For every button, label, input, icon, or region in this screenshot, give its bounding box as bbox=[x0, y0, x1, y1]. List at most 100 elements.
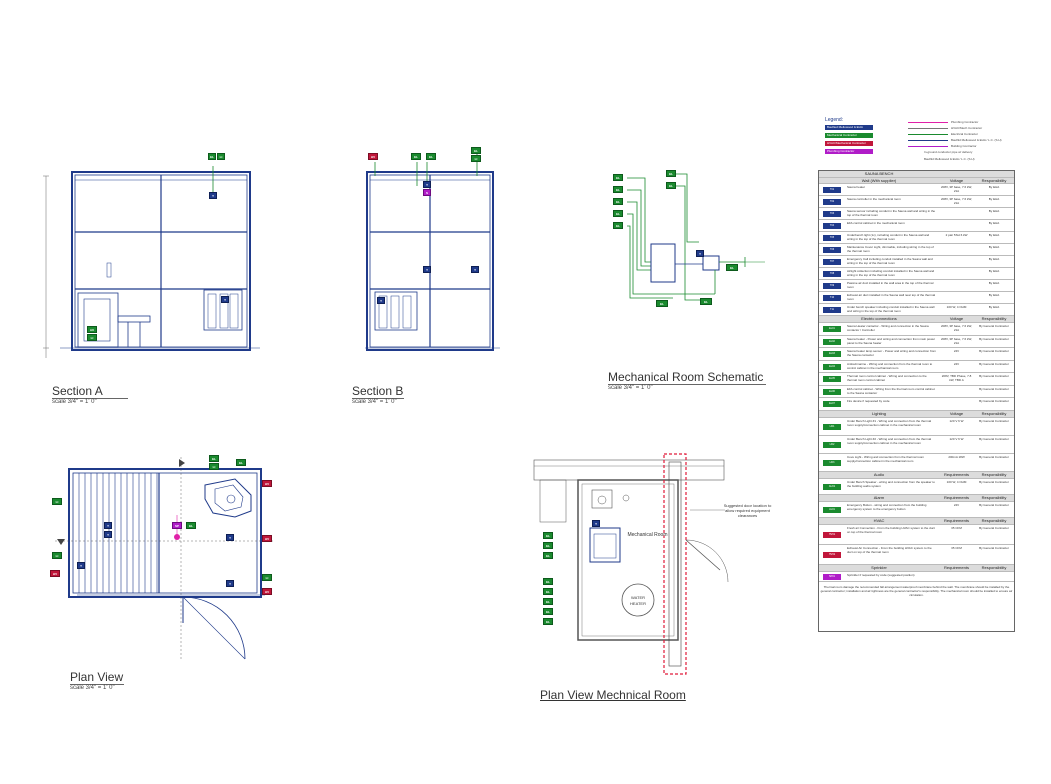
row-voltage: 2 pair 5SH 6 kW bbox=[945, 233, 968, 237]
row-tag: T11 bbox=[823, 307, 841, 313]
section-b-tag[interactable]: T bbox=[423, 266, 431, 273]
section-a-tag[interactable]: T bbox=[209, 192, 217, 199]
plan-tag[interactable]: EL bbox=[209, 455, 219, 462]
plan-mech-tag[interactable]: EL bbox=[543, 542, 553, 549]
schematic-tag[interactable]: EL bbox=[613, 210, 623, 217]
section-b-tag[interactable]: HV bbox=[368, 153, 378, 160]
table-header-cell: Requirements bbox=[944, 471, 969, 477]
legend-line bbox=[908, 122, 948, 123]
plan-tag[interactable]: T bbox=[77, 562, 85, 569]
row-description: EFA control cabinet in the mechanical ro… bbox=[847, 221, 905, 225]
section-a-tag[interactable]: T bbox=[221, 296, 229, 303]
schematic-tag[interactable]: EL bbox=[613, 198, 623, 205]
plan-mech-tag[interactable]: EL bbox=[543, 618, 553, 625]
section-b-tag[interactable]: EL bbox=[426, 153, 436, 160]
table-header-cell: HVAC bbox=[873, 517, 885, 523]
section-a-title: Section A bbox=[52, 384, 103, 398]
plan-mech-tag[interactable]: EL bbox=[543, 588, 553, 595]
table-header-cell: Sprinkler bbox=[871, 564, 887, 570]
plan-view-drawing bbox=[55, 457, 275, 660]
row-description: Sauna controller in the mechanical room bbox=[847, 197, 901, 201]
plan-tag[interactable]: HV bbox=[262, 535, 272, 542]
row-responsibility: By General Contractor bbox=[979, 361, 1009, 366]
plan-tag[interactable]: LI bbox=[52, 552, 62, 559]
plan-tag[interactable]: HV bbox=[262, 480, 272, 487]
schematic-tag[interactable]: T bbox=[696, 250, 704, 257]
plan-tag[interactable]: T bbox=[226, 534, 234, 541]
plan-tag[interactable]: LI bbox=[262, 574, 272, 581]
row-tag: LI01 bbox=[823, 423, 841, 430]
plan-mech-tag[interactable]: EL bbox=[543, 608, 553, 615]
legend-title: Legend: bbox=[825, 117, 844, 123]
plan-tag[interactable]: EL bbox=[236, 459, 246, 466]
table-header-cell: Audio bbox=[873, 471, 885, 477]
section-a-tag[interactable]: EL bbox=[208, 153, 216, 160]
schematic-tag[interactable]: EL bbox=[666, 170, 676, 177]
plan-mech-tag[interactable]: EL bbox=[543, 532, 553, 539]
row-responsibility: By EHA bbox=[988, 233, 1000, 237]
section-b-tag[interactable]: LI bbox=[471, 155, 481, 162]
legend-line bbox=[908, 146, 948, 147]
title-rule bbox=[608, 384, 766, 385]
section-a-tag[interactable]: LI bbox=[87, 334, 97, 341]
row-tag: T05 bbox=[823, 235, 841, 241]
section-b-tag[interactable]: S bbox=[423, 189, 431, 196]
table-header-cell: Alarm bbox=[873, 494, 885, 500]
row-description: EFA control cabinet - Wiring from the th… bbox=[847, 386, 935, 395]
plan-tag[interactable]: T bbox=[226, 580, 234, 587]
schematic-tag[interactable]: EL bbox=[613, 174, 623, 181]
plan-tag[interactable]: HV bbox=[50, 570, 60, 577]
plan-tag[interactable]: LI bbox=[52, 498, 62, 505]
table-header-cell: Requirements bbox=[944, 517, 969, 523]
mech-schematic-drawing bbox=[627, 173, 765, 301]
section-b-tag[interactable]: T bbox=[471, 266, 479, 273]
section-b-tag[interactable]: EL bbox=[411, 153, 421, 160]
plan-tag[interactable]: LI bbox=[209, 463, 219, 470]
row-responsibility: By EHA bbox=[988, 197, 1000, 201]
plan-tag[interactable]: T bbox=[104, 531, 112, 538]
row-tag: LI03 bbox=[823, 459, 841, 466]
row-voltage: 208V, 3P base, 7.6 kW, 21A bbox=[940, 197, 973, 205]
row-tag: T06 bbox=[823, 247, 841, 253]
plan-mech-tag[interactable]: EL bbox=[543, 578, 553, 585]
plan-tag[interactable]: T bbox=[104, 522, 112, 529]
schematic-tag[interactable]: EL bbox=[666, 182, 676, 189]
plan-tag[interactable]: SP bbox=[172, 522, 182, 529]
schematic-tag[interactable]: EL bbox=[726, 264, 738, 271]
row-description: Under Bench Light #2 - Wiring and connec… bbox=[847, 436, 932, 445]
title-rule bbox=[70, 684, 124, 685]
plan-tag[interactable]: HV bbox=[262, 588, 272, 595]
row-responsibility: By EHA bbox=[988, 269, 1000, 273]
section-b-tag[interactable]: T bbox=[377, 297, 385, 304]
section-b-tag[interactable]: T bbox=[423, 181, 431, 188]
section-a-tag[interactable]: AU bbox=[87, 326, 97, 333]
row-responsibility: By EHA bbox=[988, 293, 1000, 297]
section-b-drawing bbox=[365, 154, 500, 351]
plan-mech-tag[interactable]: T bbox=[592, 520, 600, 527]
schematic-tag[interactable]: EL bbox=[613, 222, 623, 229]
schematic-tag[interactable]: EL bbox=[613, 186, 623, 193]
table-header-cell: Responsibility bbox=[981, 494, 1007, 500]
plan-mech-tag[interactable]: EL bbox=[543, 552, 553, 559]
section-a-tag[interactable]: LI bbox=[217, 153, 225, 160]
row-tag: T04 bbox=[823, 223, 841, 229]
section-b-tag[interactable]: EL bbox=[471, 147, 481, 154]
door-note: Suggested door location to allow require… bbox=[723, 503, 772, 518]
table-section-header: SAUNA BENCH bbox=[819, 171, 1014, 178]
row-tag: T07 bbox=[823, 259, 841, 265]
row-description: Sauna sensor including conduit in the Sa… bbox=[847, 209, 936, 217]
table-header-cell: Lighting bbox=[871, 410, 886, 416]
plan-mech-tag[interactable]: EL bbox=[543, 598, 553, 605]
schematic-tag[interactable]: EL bbox=[700, 298, 712, 305]
schematic-tag[interactable]: EL bbox=[656, 300, 668, 307]
row-responsibility: By EHA bbox=[988, 221, 1000, 225]
row-voltage: 208V, 3P base, 7.6 kW, 21A bbox=[940, 324, 973, 332]
plan-tag[interactable]: EL bbox=[186, 522, 196, 529]
row-description: Exhaust air duct installed in the Sauna … bbox=[847, 293, 936, 301]
row-description: Cove Light - Wiring and connection from … bbox=[847, 454, 925, 463]
